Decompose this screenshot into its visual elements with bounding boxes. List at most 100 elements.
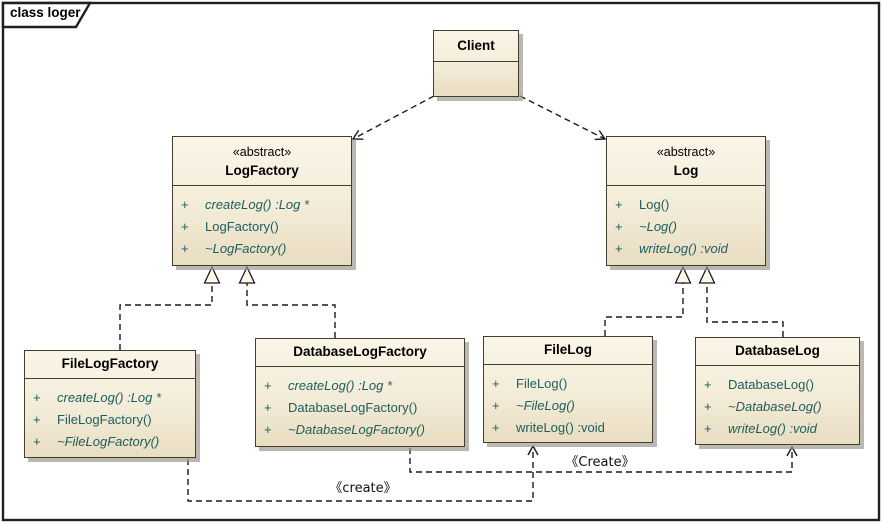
dependency-databaselogfactory-databaselog-create[interactable] — [409, 445, 798, 473]
dependency-client-log[interactable] — [519, 95, 607, 141]
dependency-client-logfactory[interactable] — [351, 95, 435, 140]
method-row: + Log() — [607, 193, 765, 215]
method-text: createLog() :Log * — [57, 389, 162, 405]
method-row: + ~FileLogFactory() — [25, 430, 195, 452]
triangle-arrowhead — [698, 265, 716, 284]
realization-databaselog-log[interactable] — [706, 283, 784, 337]
method-row: + createLog() :Log * — [256, 374, 464, 396]
method-text: DatabaseLogFactory() — [288, 399, 418, 415]
method-row: + FileLogFactory() — [25, 408, 195, 430]
method-text: ~DatabaseLog() — [728, 398, 822, 414]
class-header: DatabaseLog — [696, 338, 859, 365]
class-box-filelogfactory[interactable]: FileLogFactory + createLog() :Log * + Fi… — [24, 350, 196, 458]
method-row: + DatabaseLogFactory() — [256, 396, 464, 418]
dependency-filelogfactory-filelog-create[interactable] — [187, 444, 539, 502]
create-label[interactable]: 《Create》 — [565, 455, 635, 470]
method-text: DatabaseLog() — [728, 376, 814, 392]
method-row: + writeLog() :void — [484, 416, 652, 438]
create-label[interactable]: 《create》 — [329, 481, 397, 496]
visibility: + — [264, 421, 272, 437]
method-row: + ~FileLog() — [484, 394, 652, 416]
method-text: Log() — [639, 196, 670, 212]
visibility: + — [492, 397, 500, 413]
class-header: DatabaseLogFactory — [256, 339, 464, 366]
class-name: Client — [457, 38, 495, 53]
method-text: ~FileLogFactory() — [57, 433, 160, 449]
method-row: + writeLog() :void — [607, 237, 765, 259]
class-name: DatabaseLogFactory — [293, 344, 427, 359]
method-row: + ~DatabaseLogFactory() — [256, 418, 464, 440]
class-body — [434, 61, 518, 96]
class-name: FileLogFactory — [61, 356, 159, 371]
class-body: + Log() + ~Log() + writeLog() :void — [607, 185, 765, 265]
method-text: ~LogFactory() — [205, 240, 287, 256]
method-text: FileLog() — [516, 375, 568, 391]
visibility: + — [33, 433, 41, 449]
method-text: ~Log() — [639, 218, 677, 234]
class-body: + createLog() :Log * + FileLogFactory() … — [25, 378, 195, 457]
class-header: FileLogFactory — [25, 351, 195, 378]
realization-filelog-log[interactable] — [604, 283, 684, 336]
class-box-client[interactable]: Client — [433, 30, 519, 97]
visibility: + — [492, 375, 500, 391]
visibility: + — [264, 377, 272, 393]
visibility: + — [615, 218, 623, 234]
class-body: + createLog() :Log * + LogFactory() + ~L… — [173, 185, 351, 265]
visibility: + — [181, 240, 189, 256]
class-body: + FileLog() + ~FileLog() + writeLog() :v… — [484, 364, 652, 442]
method-row: + DatabaseLog() — [696, 373, 859, 395]
class-name: FileLog — [544, 342, 592, 357]
class-header: Client — [434, 31, 518, 61]
method-row: + FileLog() — [484, 372, 652, 394]
class-stereotype: «abstract» — [656, 145, 716, 159]
visibility: + — [181, 218, 189, 234]
method-row: + ~DatabaseLog() — [696, 395, 859, 417]
realization-filelogfactory-logfactory[interactable] — [119, 283, 213, 350]
diagram-title: class loger — [10, 5, 81, 20]
method-row: + createLog() :Log * — [173, 193, 351, 215]
class-stereotype: «abstract» — [232, 145, 292, 159]
class-name: DatabaseLog — [735, 343, 820, 358]
method-row: + ~LogFactory() — [173, 237, 351, 259]
method-text: ~FileLog() — [516, 397, 575, 413]
visibility: + — [33, 411, 41, 427]
class-box-log[interactable]: «abstract» Log + Log() + ~Log() + writeL… — [606, 136, 766, 266]
method-row: + LogFactory() — [173, 215, 351, 237]
visibility: + — [181, 196, 189, 212]
class-box-logfactory[interactable]: «abstract» LogFactory + createLog() :Log… — [172, 136, 352, 266]
class-name: LogFactory — [225, 163, 299, 178]
visibility: + — [704, 398, 712, 414]
class-box-filelog[interactable]: FileLog + FileLog() + ~FileLog() + write… — [483, 336, 653, 443]
visibility: + — [615, 240, 623, 256]
class-box-databaselogfactory[interactable]: DatabaseLogFactory + createLog() :Log * … — [255, 338, 465, 447]
class-header: «abstract» LogFactory — [173, 137, 351, 185]
class-header: FileLog — [484, 337, 652, 364]
class-header: «abstract» Log — [607, 137, 765, 185]
triangle-arrowhead — [674, 265, 692, 284]
method-text: ~DatabaseLogFactory() — [288, 421, 425, 437]
method-row: + createLog() :Log * — [25, 386, 195, 408]
class-body: + createLog() :Log * + DatabaseLogFactor… — [256, 366, 464, 446]
triangle-arrowhead — [203, 265, 221, 284]
method-row: + ~Log() — [607, 215, 765, 237]
method-text: FileLogFactory() — [57, 411, 152, 427]
class-name: Log — [673, 163, 699, 178]
visibility: + — [492, 419, 500, 435]
class-box-databaselog[interactable]: DatabaseLog + DatabaseLog() + ~DatabaseL… — [695, 337, 860, 445]
method-text: createLog() :Log * — [205, 196, 310, 212]
method-text: writeLog() :void — [639, 240, 728, 256]
triangle-arrowhead — [238, 265, 256, 284]
method-text: createLog() :Log * — [288, 377, 393, 393]
visibility: + — [704, 376, 712, 392]
method-text: LogFactory() — [205, 218, 279, 234]
visibility: + — [33, 389, 41, 405]
method-row: + writeLog() :void — [696, 417, 859, 439]
diagram-frame-tab[interactable] — [1, 1, 93, 29]
realization-databaselogfactory-logfactory[interactable] — [246, 283, 336, 338]
method-text: writeLog() :void — [728, 420, 817, 436]
visibility: + — [264, 399, 272, 415]
method-text: writeLog() :void — [516, 419, 605, 435]
class-body: + DatabaseLog() + ~DatabaseLog() + write… — [696, 365, 859, 444]
